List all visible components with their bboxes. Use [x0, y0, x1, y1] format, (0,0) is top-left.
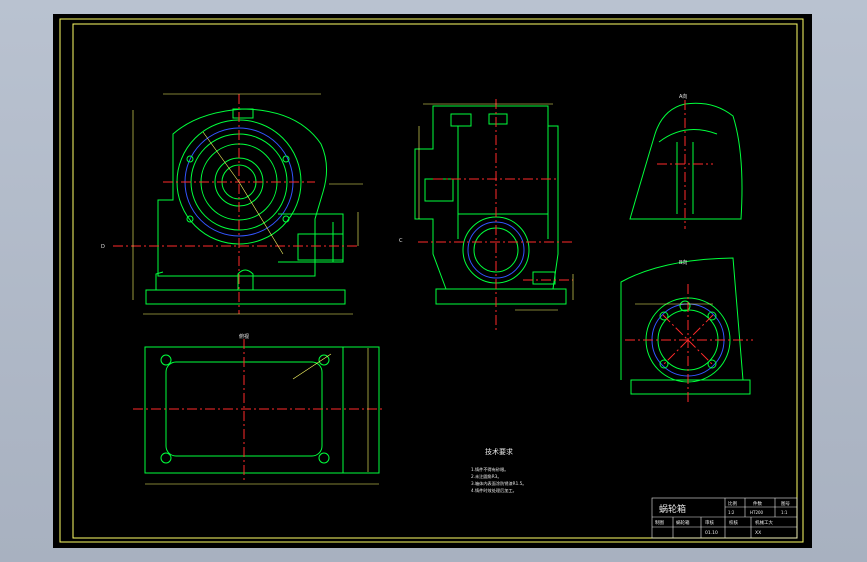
- title-block: [651, 497, 798, 539]
- label-section-top: A向: [679, 93, 687, 100]
- title-block-check-header: 审核: [705, 519, 714, 526]
- note-line-1: 1.铸件不得有砂眼。: [471, 466, 509, 473]
- section-view-bottom: [620, 257, 753, 402]
- title-block-school-label: 校核: [729, 519, 738, 526]
- title-block-qty-value: HT200: [750, 510, 764, 515]
- note-line-4: 4.铸件时效处理后加工。: [471, 487, 517, 494]
- title-block-scale-header: 比例: [728, 500, 737, 507]
- title-block-date: 01.10: [705, 530, 718, 536]
- notes-heading: 技术要求: [485, 447, 513, 456]
- front-view: [113, 93, 363, 315]
- section-view-top: [629, 100, 743, 229]
- label-plan: 俯视: [239, 333, 249, 340]
- view-label-d: D: [101, 244, 105, 250]
- title-block-material: XX: [755, 530, 761, 536]
- note-line-2: 2.未注圆角R3。: [471, 473, 502, 480]
- outer-frame: [59, 18, 804, 543]
- note-line-3: 3.箱体内表面涂防锈漆R1.5。: [471, 480, 526, 487]
- inner-frame: [72, 23, 798, 539]
- view-label-c: C: [399, 238, 403, 244]
- drawing-canvas: D C A向: [53, 14, 812, 548]
- label-section-bottom: B向: [679, 259, 687, 266]
- title-block-drawing-no-header: 图号: [781, 501, 790, 507]
- cad-drawing: D C A向: [59, 18, 804, 543]
- title-block-drawn-header: 制图: [655, 519, 664, 526]
- title-block-drawn-value: 蜗轮箱: [676, 519, 690, 526]
- title-block-school: 机械工大: [755, 519, 773, 526]
- plan-view: [133, 339, 383, 485]
- side-view: [414, 99, 574, 332]
- technical-notes: 技术要求 1.铸件不得有砂眼。 2.未注圆角R3。 3.箱体内表面涂防锈漆R1.…: [471, 447, 526, 494]
- title-block-scale-value: 1:2: [728, 510, 735, 515]
- title-block-name: 蜗轮箱: [659, 503, 686, 515]
- title-block-drawing-no-value: 1:1: [781, 510, 788, 515]
- title-block-qty-header: 件数: [753, 500, 762, 507]
